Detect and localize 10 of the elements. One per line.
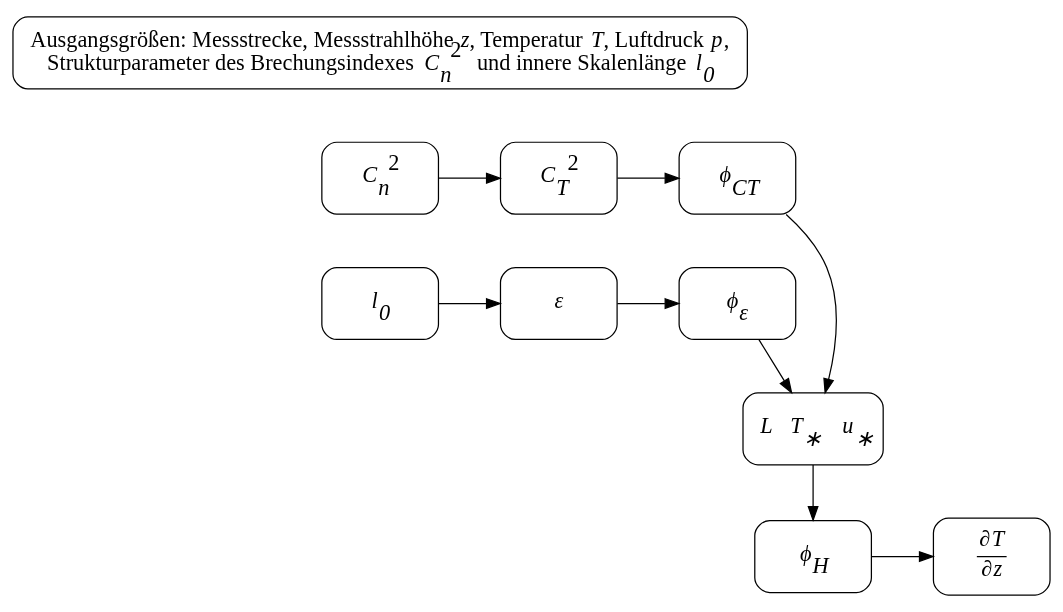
arrow — [616, 172, 681, 184]
arrow — [758, 339, 793, 395]
node-box: ε — [499, 266, 618, 341]
arrow — [616, 297, 681, 310]
arrow — [807, 464, 819, 523]
arrow — [438, 297, 503, 310]
arrow — [871, 550, 935, 563]
arrow — [785, 213, 837, 395]
node-box: ∂T ∂z — [932, 517, 1051, 596]
arrow — [438, 172, 503, 184]
